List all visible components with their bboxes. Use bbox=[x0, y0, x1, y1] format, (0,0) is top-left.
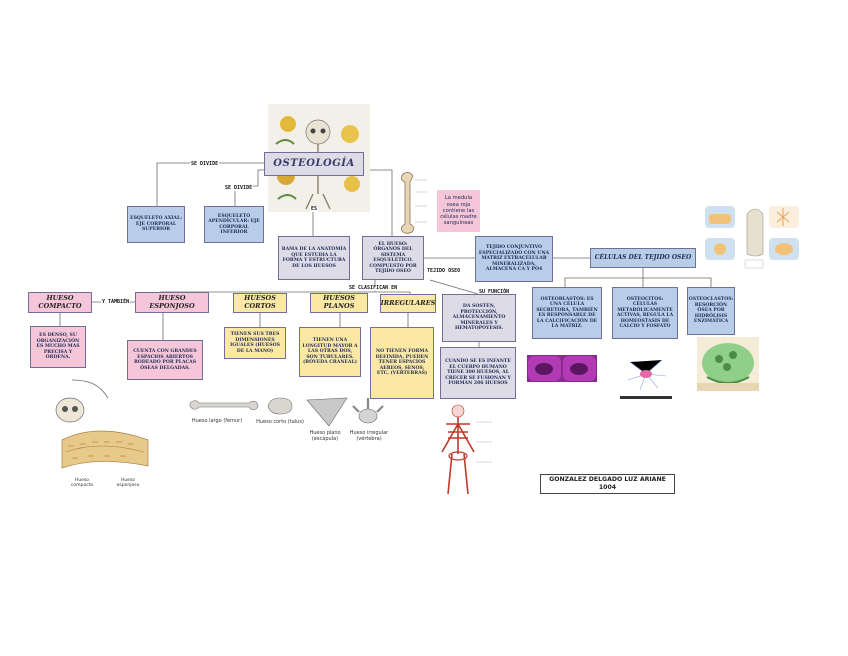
irregular-bone-image bbox=[352, 396, 384, 426]
osteoblast-cells-image bbox=[527, 355, 597, 382]
flat-bone-image bbox=[305, 396, 349, 428]
caption-hueso-corto: Hueso corto (talus) bbox=[255, 419, 305, 425]
node-hueso-esponjoso: HUESO ESPONJOSO bbox=[135, 292, 209, 313]
node-huesos-cortos: HUESOS CORTOS bbox=[233, 293, 287, 313]
node-rama-anatomia: RAMA DE LA ANATOMÍA QUE ESTUDIA LA FORMA… bbox=[278, 236, 350, 280]
node-irregulares-desc: NO TIENEN FORMA DEFINIDA, PUEDEN TENER E… bbox=[370, 327, 434, 399]
connector-y-tambien: Y TAMBIÉN bbox=[101, 299, 130, 305]
node-funcion: DA SOSTÉN, PROTECCIÓN, ALMACENAMIENTO MI… bbox=[442, 294, 516, 342]
node-tejido-conjuntivo: TEJIDO CONJUNTIVO ESPECIALIZADO CON UNA … bbox=[475, 236, 553, 282]
human-skeleton-image bbox=[434, 402, 494, 498]
skull-and-bone-section-image bbox=[48, 396, 152, 478]
caption-hueso-irregular: Hueso irregular (vértebra) bbox=[346, 430, 392, 442]
node-osteoclastos: OSTEOCLASTOS: RESORCIÓN ÓSEA POR HIDRÓLI… bbox=[687, 287, 735, 335]
node-cuando-infante: CUANDO SE ES INFANTE EL CUERPO HUMANO TI… bbox=[440, 347, 516, 399]
node-el-hueso: EL HUESO: ÓRGANOS DEL SISTEMA ESQUELÉTIC… bbox=[362, 236, 424, 280]
femur-illustration bbox=[393, 170, 429, 234]
node-esqueleto-apendicular: ESQUELETO APENDICULAR: EJE CORPORAL INFE… bbox=[204, 206, 264, 243]
page-title: OSTEOLOGÍA bbox=[264, 152, 364, 176]
connector-es: ES bbox=[310, 206, 318, 212]
node-irregulares: IRREGULARES bbox=[380, 294, 436, 313]
caption-hueso-compacto: Hueso compacto bbox=[68, 478, 96, 488]
short-bone-image bbox=[265, 396, 295, 416]
node-medula-osea: La medula osea roja contiene las células… bbox=[437, 190, 480, 232]
node-osteoblastos: OSTEOBLASTOS: ES UNA CÉLULA SECRETORA, T… bbox=[532, 287, 602, 339]
caption-hueso-largo: Hueso largo (fémur) bbox=[187, 418, 247, 424]
long-bone-image bbox=[187, 398, 261, 414]
node-huesos-planos-desc: TIENEN UNA LONGITUD MAYOR A LAS OTRAS DO… bbox=[299, 327, 361, 377]
node-huesos-cortos-desc: TIENEN SUS TRES DIMENSIONES IGUALES (HUE… bbox=[224, 327, 286, 359]
caption-hueso-plano: Hueso plano (escápula) bbox=[304, 430, 346, 442]
node-esqueleto-axial: ESQUELETO AXIAL: EJE CORPORAL SUPERIOR bbox=[127, 206, 185, 243]
osteoclast-image bbox=[697, 337, 759, 391]
connector-se-divide-2: SE DIVIDE bbox=[224, 185, 253, 191]
node-osteocitos: OSTEOCITOS: CÉLULAS METABÓLICAMENTE ACTI… bbox=[612, 287, 678, 339]
author-box: GONZALEZ DELGADO LUZ ARIANE 1004 bbox=[540, 474, 675, 494]
node-huesos-planos: HUESOS PLANOS bbox=[310, 293, 368, 313]
osteocyte-image bbox=[620, 350, 672, 400]
node-hueso-compacto: HUESO COMPACTO bbox=[28, 292, 92, 313]
node-celulas-tejido-oseo: CÉLULAS DEL TEJIDO OSEO bbox=[590, 248, 696, 268]
connector-tejido-oseo: TEJIDO OSEO bbox=[426, 268, 461, 274]
connector-se-divide-1: SE DIVIDE bbox=[190, 161, 219, 167]
connector-se-clasifican-en: SE CLASIFICAN EN bbox=[348, 285, 398, 291]
author-name: GONZALEZ DELGADO LUZ ARIANE bbox=[549, 476, 666, 484]
bone-cells-diagram bbox=[703, 204, 809, 272]
node-hueso-compacto-desc: ES DENSO, SU ORGANIZACIÓN ES MUCHO MAS P… bbox=[30, 326, 86, 368]
author-group: 1004 bbox=[599, 484, 616, 492]
caption-hueso-esponjoso: Hueso esponjoso bbox=[112, 478, 144, 488]
node-hueso-esponjoso-desc: CUENTA CON GRANDES ESPACIOS ABIERTOS ROD… bbox=[127, 340, 203, 380]
